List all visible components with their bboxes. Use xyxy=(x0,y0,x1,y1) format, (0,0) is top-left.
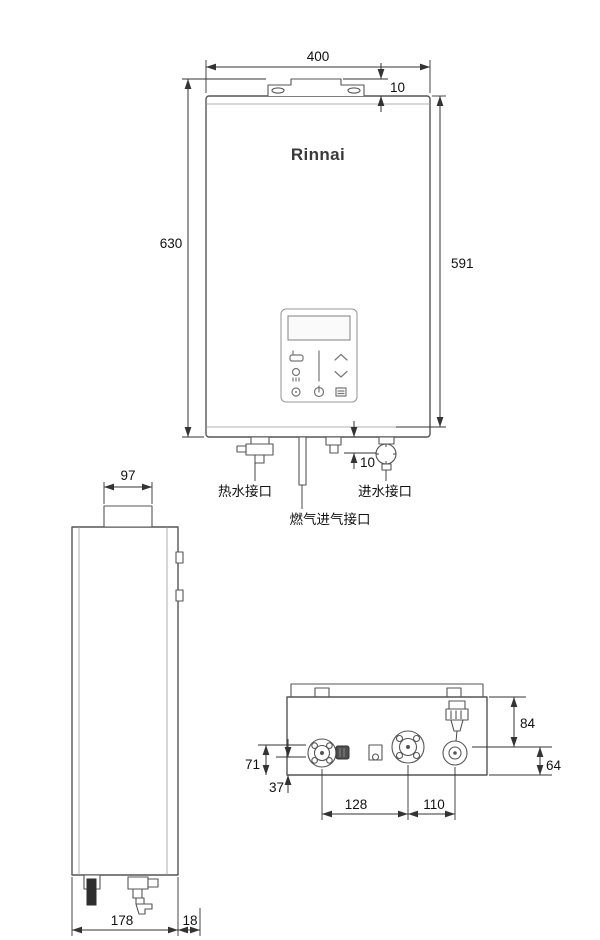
svg-text:18: 18 xyxy=(182,913,197,928)
flange-tab-left xyxy=(314,687,330,698)
drain-tap xyxy=(135,903,153,915)
mounting-bracket xyxy=(267,78,365,96)
middle-connector xyxy=(325,436,342,454)
svg-text:37: 37 xyxy=(269,780,284,795)
flue-cap xyxy=(103,505,153,528)
bath-icon xyxy=(289,350,304,362)
control-panel xyxy=(280,308,358,403)
circulation-icon xyxy=(291,387,301,397)
bracket-slot-left xyxy=(271,87,285,94)
water-inlet-port xyxy=(442,740,468,766)
dim-bottom-left-upper: 71 xyxy=(245,744,306,775)
svg-text:110: 110 xyxy=(423,797,445,812)
svg-text:10: 10 xyxy=(390,80,405,95)
dim-side-clearance: 18 xyxy=(178,908,201,936)
hot-water-outlet-port xyxy=(307,738,350,768)
side-view: 97 178 18 xyxy=(71,468,201,936)
shower-icon xyxy=(291,367,301,382)
bottom-view: 84 64 71 37 128 xyxy=(245,683,562,820)
dim-bottom-left-lower: 37 xyxy=(269,739,306,795)
svg-text:84: 84 xyxy=(520,716,536,731)
relief-port xyxy=(368,744,383,761)
hot-water-label: 热水接口 xyxy=(218,483,272,499)
svg-text:591: 591 xyxy=(451,256,474,271)
mode-icon[interactable] xyxy=(335,387,347,397)
front-view: Rinnai xyxy=(160,49,474,527)
svg-text:97: 97 xyxy=(120,468,135,483)
brand-logo: Rinnai xyxy=(291,145,345,164)
dim-height-overall: 630 xyxy=(160,78,266,438)
dim-front-width: 400 xyxy=(205,49,431,93)
svg-text:178: 178 xyxy=(111,913,134,928)
dim-side-depth: 178 xyxy=(71,877,179,936)
heater-body-side xyxy=(71,526,179,876)
dim-bottom-span-left: 128 xyxy=(321,765,409,820)
svg-text:128: 128 xyxy=(345,797,368,812)
dim-side-top-width: 97 xyxy=(103,468,153,504)
chevron-down-icon[interactable] xyxy=(334,370,348,378)
svg-text:400: 400 xyxy=(307,49,330,64)
rating-label xyxy=(86,878,97,906)
svg-text:10: 10 xyxy=(360,455,375,470)
dim-bottom-offset: 10 xyxy=(344,421,376,470)
dim-height-body: 591 xyxy=(396,95,474,428)
bracket-hook-upper xyxy=(175,551,184,564)
svg-text:71: 71 xyxy=(245,757,260,772)
hot-water-valve xyxy=(236,436,274,464)
bracket-slot-right xyxy=(347,87,361,94)
gas-inlet-label: 燃气进气接口 xyxy=(290,511,371,527)
inlet-connector-fitting xyxy=(445,700,469,742)
gas-connection-port xyxy=(391,730,425,764)
svg-text:630: 630 xyxy=(160,236,183,251)
dim-bottom-span-right: 110 xyxy=(408,767,456,820)
chevron-up-icon[interactable] xyxy=(334,353,348,361)
bracket-hook-lower xyxy=(175,589,184,602)
water-inlet-valve xyxy=(375,436,397,471)
power-icon[interactable] xyxy=(313,385,325,398)
flange-tab-right xyxy=(446,687,462,698)
dim-bottom-right-lower: 64 xyxy=(489,747,562,776)
dim-bracket-offset: 10 xyxy=(343,63,405,112)
valve-knob xyxy=(335,745,350,760)
svg-text:64: 64 xyxy=(546,758,562,773)
water-inlet-label: 进水接口 xyxy=(358,483,412,499)
side-bottom-fittings xyxy=(83,874,159,915)
display xyxy=(287,315,351,341)
gas-pipe xyxy=(298,436,307,486)
